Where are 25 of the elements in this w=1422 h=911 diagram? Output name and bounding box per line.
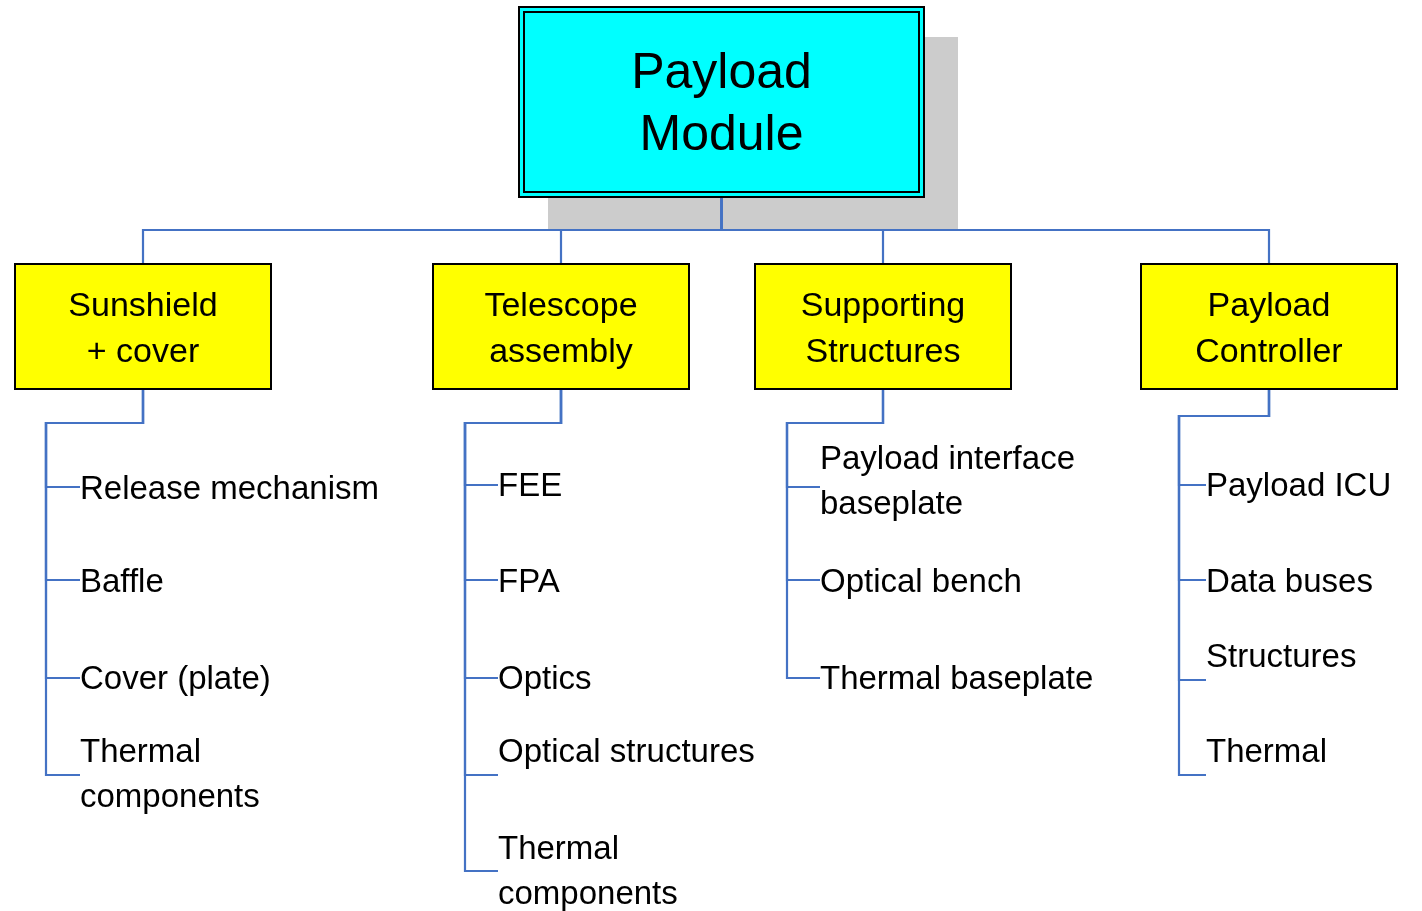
component-label: Payload interface baseplate — [820, 434, 1120, 526]
component-label: Thermal baseplate — [820, 655, 1140, 700]
subsystem-box: Supporting Structures — [754, 263, 1012, 390]
component-label: Optics — [498, 655, 638, 700]
connector-line — [785, 390, 885, 680]
component-label: Payload ICU — [1206, 462, 1420, 507]
subsystem-box: Telescope assembly — [432, 263, 690, 390]
connector-line — [463, 390, 563, 873]
component-label: Cover (plate) — [80, 655, 320, 700]
component-label: Thermal — [1206, 728, 1366, 780]
component-label: Optical structures — [498, 728, 798, 780]
component-label: Baffle — [80, 558, 280, 603]
component-label: Optical bench — [820, 558, 1060, 603]
component-label: Release mechanism — [80, 465, 400, 510]
subsystem-box: Payload Controller — [1140, 263, 1398, 390]
connector-line — [1177, 390, 1271, 777]
component-label: FPA — [498, 558, 618, 603]
component-label: FEE — [498, 462, 618, 507]
component-label: Thermal components — [498, 824, 738, 911]
connector-line — [44, 390, 145, 777]
component-label: Data buses — [1206, 558, 1406, 603]
component-label: Structures — [1206, 633, 1386, 685]
component-label: Thermal components — [80, 727, 320, 819]
subsystem-box: Sunshield + cover — [14, 263, 272, 390]
root-module-box: Payload Module — [518, 6, 925, 198]
